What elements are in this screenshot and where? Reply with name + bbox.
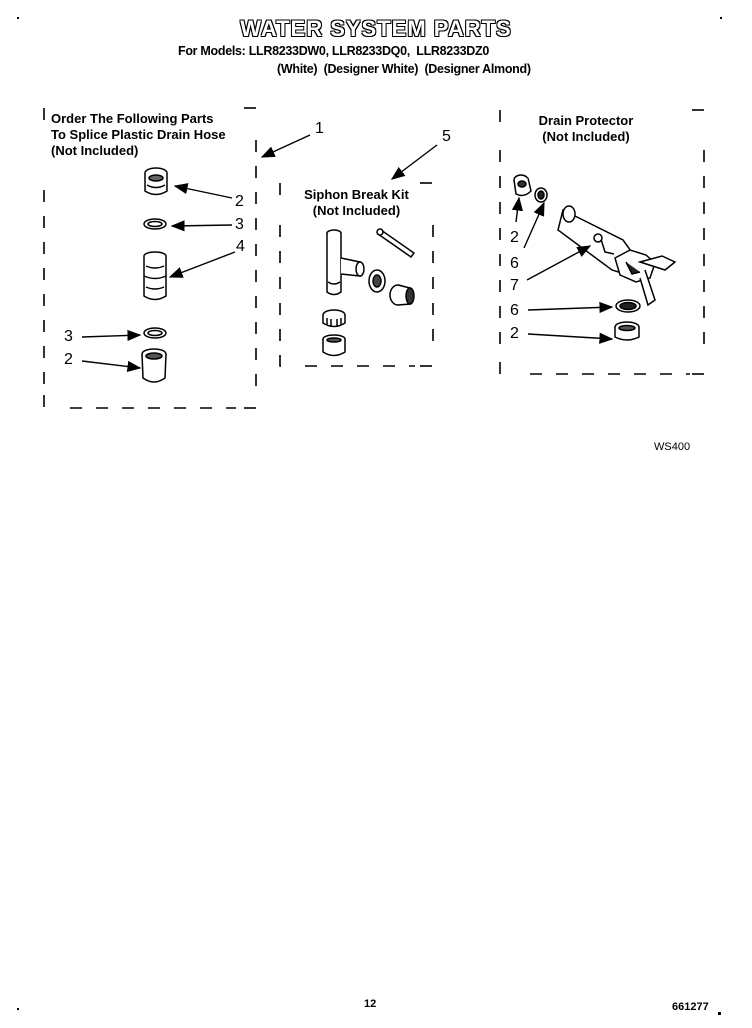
model-colors: (White) (Designer White) (Designer Almon… xyxy=(277,62,531,76)
callout-3-lower: 3 xyxy=(64,328,73,345)
coupling-tube-part xyxy=(143,251,167,301)
drain-group-line1: Drain Protector xyxy=(538,113,634,128)
document-number: 661277 xyxy=(672,1001,709,1013)
splice-group-line1: Order The Following Parts xyxy=(51,111,214,126)
leader-lines xyxy=(81,134,614,373)
diagram-reference-code: WS400 xyxy=(654,441,691,453)
splice-group-label: Order The Following Parts To Splice Plas… xyxy=(51,111,226,159)
siphon-fitting-part xyxy=(389,284,415,306)
drain-protector-body-part xyxy=(557,205,677,307)
registration-marks xyxy=(17,17,722,1015)
splice-group-line2: To Splice Plastic Drain Hose xyxy=(51,127,226,142)
splice-group-line3: (Not Included) xyxy=(51,143,139,158)
hose-clamp-part-top xyxy=(143,218,167,230)
drain-ring-part-top xyxy=(534,187,548,203)
hose-connector-part-bottom xyxy=(141,348,167,383)
model-numbers: For Models: LLR8233DW0, LLR8233DQ0, LLR8… xyxy=(178,44,489,58)
callout-2-lower: 2 xyxy=(64,351,73,368)
callout-2-drain-top: 2 xyxy=(510,229,519,246)
hose-clamp-part-bottom xyxy=(143,327,167,339)
callout-2-drain-bottom: 2 xyxy=(510,325,519,342)
drain-group-frame xyxy=(499,109,705,375)
callout-4: 4 xyxy=(236,238,245,255)
callout-6-drain-top: 6 xyxy=(510,255,519,272)
splice-group-frame xyxy=(43,107,257,409)
hose-connector-part xyxy=(144,167,168,196)
drain-group-label: Drain Protector (Not Included) xyxy=(508,113,664,145)
siphon-group-label: Siphon Break Kit (Not Included) xyxy=(280,187,433,219)
siphon-group-line1: Siphon Break Kit xyxy=(304,187,409,202)
siphon-nut-part xyxy=(368,269,386,293)
siphon-cap-part xyxy=(322,334,346,357)
siphon-group-line2: (Not Included) xyxy=(312,203,401,218)
callout-5: 5 xyxy=(442,128,451,145)
drain-cap-part xyxy=(513,174,532,197)
siphon-ring-part xyxy=(322,309,346,328)
page-title: WATER SYSTEM PARTS xyxy=(240,16,512,41)
siphon-group-frame xyxy=(279,182,434,367)
drain-cap-part-bottom xyxy=(614,321,640,341)
callout-7: 7 xyxy=(510,277,519,294)
callout-1: 1 xyxy=(315,120,324,137)
drain-group-line2: (Not Included) xyxy=(542,129,630,144)
callout-3: 3 xyxy=(235,216,244,233)
page-number: 12 xyxy=(364,998,377,1010)
drain-ring-part-bottom xyxy=(615,299,641,313)
callout-6-drain-bottom: 6 xyxy=(510,302,519,319)
siphon-strap-part xyxy=(376,228,416,259)
siphon-tee-part xyxy=(326,229,365,296)
callout-2: 2 xyxy=(235,193,244,210)
